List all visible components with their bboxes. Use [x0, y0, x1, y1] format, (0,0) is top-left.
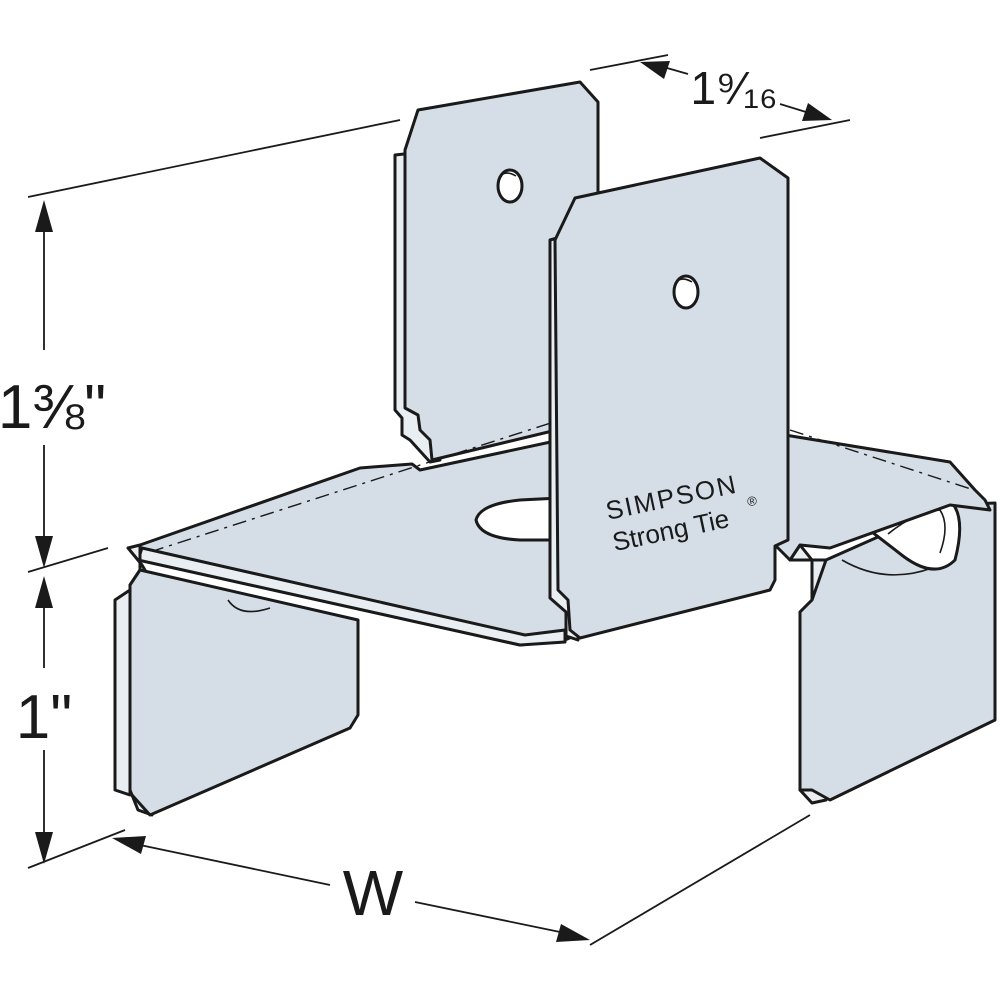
arrow-down-icon	[35, 536, 53, 568]
nail-hole-icon	[496, 168, 524, 204]
height-lower-label: 1"	[16, 683, 73, 752]
depth-label: 1⁹⁄₁₆	[690, 62, 777, 114]
arrow-left-icon	[640, 61, 670, 79]
depth-dimension: 1⁹⁄₁₆	[640, 61, 832, 121]
left-leg	[113, 543, 360, 817]
registered-mark: ®	[746, 493, 759, 510]
arrow-right-icon	[802, 103, 832, 121]
arrow-up-icon	[35, 576, 53, 608]
arrow-left-icon	[112, 836, 146, 854]
front-tab: SIMPSON Strong Tie ®	[548, 156, 790, 642]
height-lower-dimension: 1"	[16, 576, 73, 864]
height-upper-dimension: 1⅜"	[0, 200, 106, 568]
arrow-right-icon	[556, 924, 590, 942]
arrow-up-icon	[35, 200, 53, 232]
width-dimension: W	[112, 836, 590, 942]
arrow-down-icon	[35, 832, 53, 864]
nail-hole-icon	[672, 274, 700, 310]
height-upper-label: 1⅜"	[0, 373, 106, 442]
width-label: W	[343, 857, 404, 929]
